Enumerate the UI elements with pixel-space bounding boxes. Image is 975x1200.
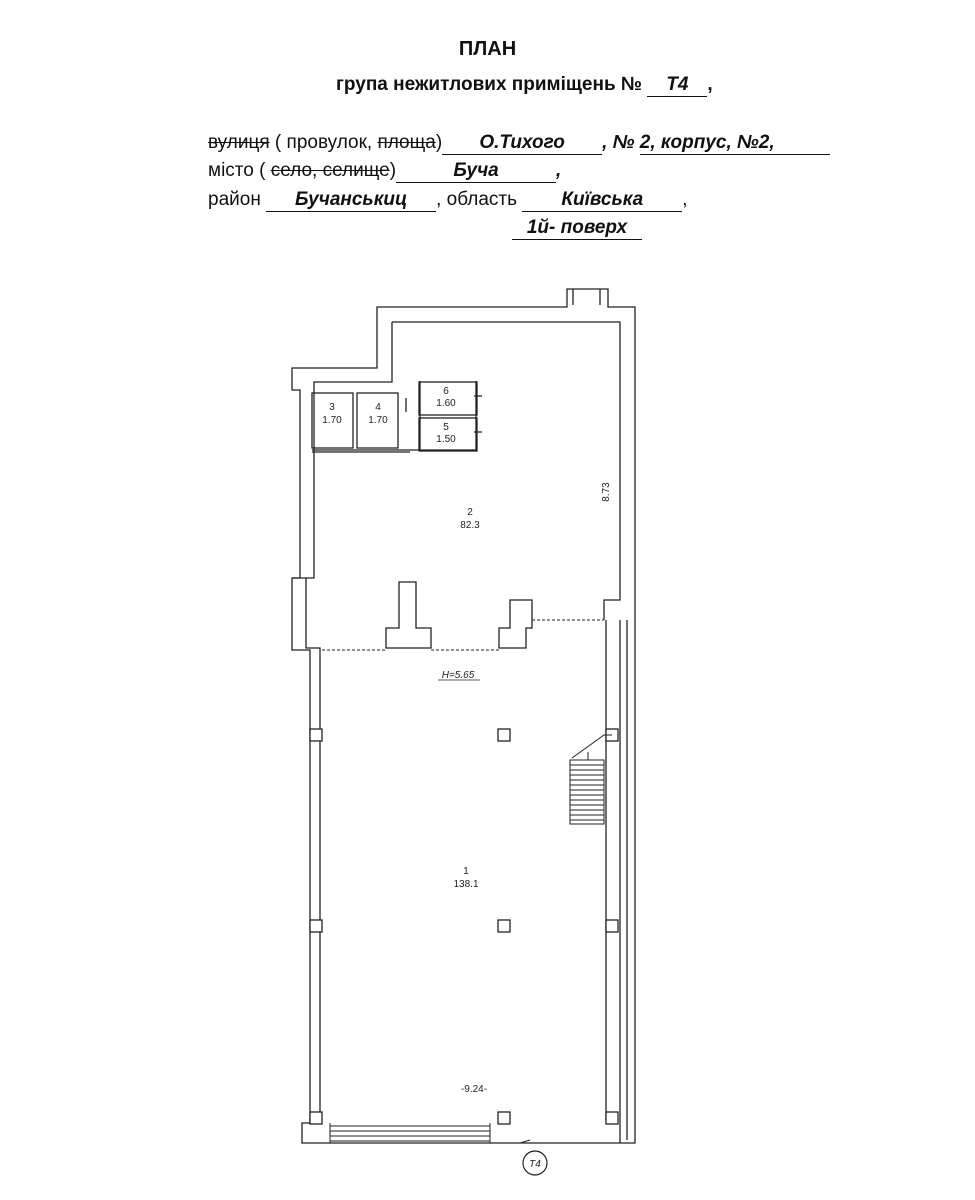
- pillar-left: [385, 581, 432, 649]
- street-paren-close: ): [435, 132, 443, 153]
- page-title: ПЛАН: [458, 38, 517, 60]
- room-3-area: 1.70: [322, 415, 342, 426]
- room-3-number: 3: [329, 402, 335, 413]
- subtitle-prefix: група нежитлових приміщень №: [336, 74, 643, 95]
- address-city-row: місто ( село, селище)Буча,: [208, 160, 561, 183]
- room-5-outline: [418, 417, 478, 452]
- room-6-outline: [418, 381, 478, 416]
- room-1-area: 138.1: [453, 879, 478, 890]
- room-6-number: 6: [443, 386, 449, 397]
- room-4-outline: [356, 392, 399, 449]
- section-marker-circle: [522, 1150, 548, 1176]
- room-4-area: 1.70: [368, 415, 388, 426]
- section-marker-label: Т4: [529, 1159, 541, 1170]
- region-comma: ,: [682, 189, 688, 210]
- region-name: Київська: [522, 189, 683, 212]
- group-number: Т4: [647, 74, 708, 97]
- address-district-row: район Бучанськиц, область Київська,: [208, 189, 688, 212]
- number-value: 2, корпус, №2,: [639, 132, 830, 155]
- address-street-row: вулиця ( провулок, площа)О.Тихого, № 2, …: [208, 132, 830, 155]
- room-3-outline: [311, 392, 354, 449]
- number-label: , №: [602, 132, 635, 153]
- pillar-right: [498, 599, 533, 649]
- entrance: [329, 1123, 531, 1144]
- room-6-area: 1.60: [436, 398, 456, 409]
- street-name: О.Тихого: [442, 132, 603, 155]
- column: [309, 728, 323, 742]
- room-5-area: 1.50: [436, 434, 456, 445]
- column: [309, 1111, 323, 1125]
- city-name: Буча: [396, 160, 557, 183]
- side-dimension: 8.73: [601, 482, 612, 502]
- column: [497, 728, 511, 742]
- room-1-number: 1: [463, 866, 469, 877]
- inner-wall: [392, 321, 621, 620]
- room-4-number: 4: [375, 402, 381, 413]
- subtitle-comma: ,: [707, 74, 713, 95]
- chimney: [572, 289, 601, 305]
- street-paren-open: ( провулок,: [269, 132, 378, 153]
- city-paren-close: ): [389, 160, 397, 181]
- column: [309, 919, 323, 933]
- column: [497, 1111, 511, 1125]
- square-word: площа: [377, 132, 436, 153]
- column: [605, 919, 619, 933]
- room-2-area: 82.3: [460, 520, 480, 531]
- staircase: [569, 734, 612, 825]
- village-words: село, селище: [270, 160, 390, 181]
- city-comma: ,: [556, 160, 562, 181]
- street-word: вулиця: [208, 132, 270, 153]
- district-label: район: [208, 189, 261, 210]
- column: [497, 919, 511, 933]
- district-name: Бучанськиц: [266, 189, 437, 212]
- bottom-width-dimension: -9.24-: [461, 1084, 487, 1095]
- city-label: місто (: [208, 160, 271, 181]
- room-5-number: 5: [443, 422, 449, 433]
- column: [605, 1111, 619, 1125]
- height-dimension: Н=5.65: [442, 670, 475, 681]
- dashed-divider: [322, 619, 604, 651]
- region-label: , область: [436, 189, 518, 210]
- floor-row: 1й- поверх: [512, 217, 642, 240]
- subtitle: група нежитлових приміщень № Т4,: [336, 74, 713, 97]
- floor-label: 1й- поверх: [512, 217, 642, 240]
- outer-wall: [291, 288, 636, 1144]
- room-2-number: 2: [467, 507, 473, 518]
